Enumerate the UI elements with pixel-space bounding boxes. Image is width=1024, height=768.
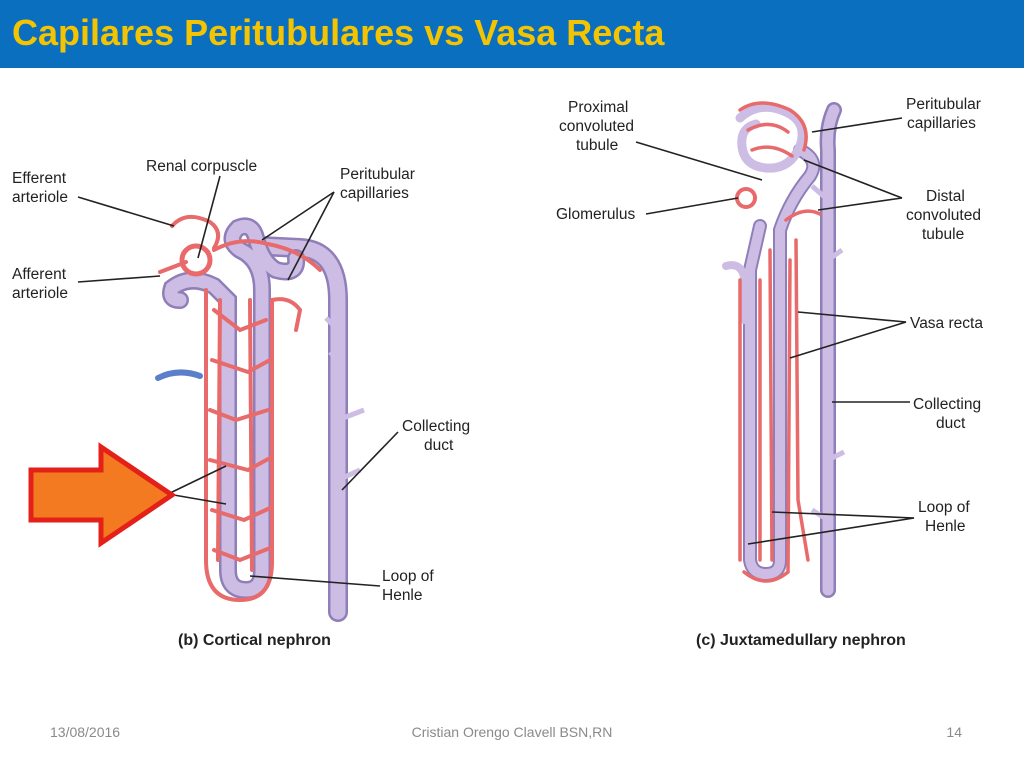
slide-title: Capilares Peritubulares vs Vasa Recta	[12, 12, 665, 53]
label-peritubular-juxta-line1: Peritubular	[906, 96, 981, 113]
caption-juxtamedullary: (c) Juxtamedullary nephron	[696, 632, 906, 649]
label-renal-corpuscle: Renal corpuscle	[146, 158, 257, 175]
footer-date: 13/08/2016	[50, 724, 121, 740]
collecting-duct-cortical	[250, 236, 365, 622]
label-efferent-line2: arteriole	[12, 189, 68, 206]
label-distal-line3: tubule	[922, 226, 964, 243]
label-distal-line1: Distal	[926, 188, 965, 205]
footer-author: Cristian Orengo Clavell BSN,RN	[411, 724, 613, 740]
collecting-duct-juxta	[810, 102, 846, 598]
juxta-leader-lines	[635, 117, 915, 545]
label-peritubular-line2: capillaries	[340, 185, 409, 202]
title-bar: Capilares Peritubulares vs Vasa Recta	[0, 0, 1024, 68]
label-collecting-juxta-line1: Collecting	[913, 396, 981, 413]
tubule-juxta	[722, 102, 821, 582]
label-collecting-juxta-line2: duct	[936, 415, 966, 432]
label-proximal-line1: Proximal	[568, 99, 628, 116]
label-collecting-line2: duct	[424, 437, 454, 454]
cortical-nephron-diagram: Efferent arteriole Afferent arteriole Re…	[12, 158, 470, 649]
label-peritubular-juxta-line2: capillaries	[907, 115, 976, 132]
label-vasa-recta: Vasa recta	[910, 315, 983, 332]
label-collecting-line1: Collecting	[402, 418, 470, 435]
caption-cortical: (b) Cortical nephron	[178, 632, 331, 649]
footer-page-number: 14	[946, 724, 962, 740]
label-loop-line1: Loop of	[382, 568, 434, 585]
vasa-recta-juxta	[735, 101, 822, 583]
label-afferent-line2: arteriole	[12, 285, 68, 302]
juxtamedullary-nephron-diagram: Proximal convoluted tubule Glomerulus Pe…	[556, 96, 983, 649]
label-efferent-line1: Efferent	[12, 170, 67, 187]
label-loop-juxta-line1: Loop of	[918, 499, 970, 516]
label-glomerulus: Glomerulus	[556, 206, 635, 223]
nephron-figure: Efferent arteriole Afferent arteriole Re…	[12, 96, 983, 649]
cortical-labels: Efferent arteriole Afferent arteriole Re…	[12, 158, 470, 649]
label-loop-juxta-line2: Henle	[925, 518, 966, 535]
tubule-cortical	[155, 217, 306, 600]
label-loop-line2: Henle	[382, 587, 423, 604]
label-distal-line2: convoluted	[906, 207, 981, 224]
label-afferent-line1: Afferent	[12, 266, 67, 283]
juxta-labels: Proximal convoluted tubule Glomerulus Pe…	[556, 96, 983, 649]
label-peritubular-line1: Peritubular	[340, 166, 415, 183]
cortical-leader-lines	[77, 175, 399, 587]
label-proximal-line2: convoluted	[559, 118, 634, 135]
label-proximal-line3: tubule	[576, 137, 618, 154]
right-arrow-icon	[28, 442, 177, 548]
